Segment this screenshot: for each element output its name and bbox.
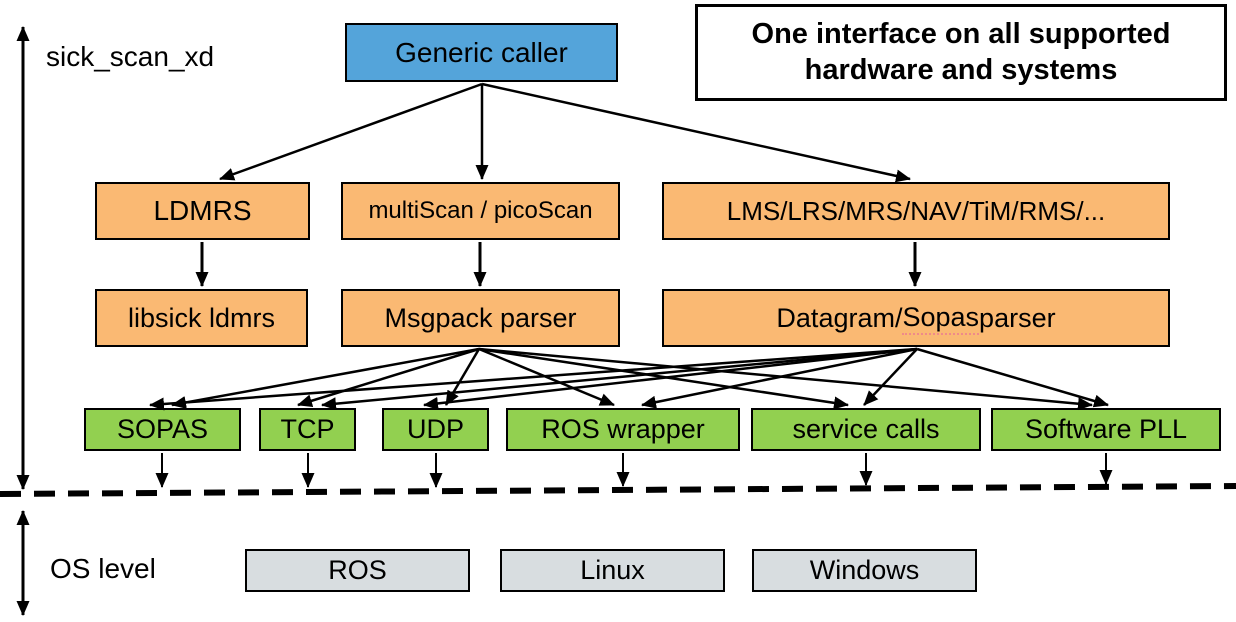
datagram-label-prefix: Datagram/ (776, 302, 903, 333)
node-service-calls: service calls (751, 408, 981, 451)
node-ldmrs: LDMRS (95, 182, 310, 240)
node-sopas: SOPAS (84, 408, 241, 451)
os-boundary-dashed-line (0, 483, 1236, 497)
diagram-title-line2: hardware and systems (804, 53, 1118, 86)
sick-scan-xd-label: sick_scan_xd (46, 41, 215, 72)
node-msgpack-parser: Msgpack parser (341, 289, 620, 347)
node-generic-caller: Generic caller (345, 23, 618, 82)
datagram-label-sopas: Sopas (902, 302, 980, 335)
node-libsick-ldmrs: libsick ldmrs (95, 289, 308, 347)
node-linux: Linux (500, 549, 725, 592)
node-lms-family: LMS/LRS/MRS/NAV/TiM/RMS/... (662, 182, 1170, 240)
diagram-title-line1: One interface on all supported (751, 18, 1171, 51)
node-windows: Windows (752, 549, 977, 592)
msgpack-parser-arrows (171, 347, 1093, 411)
node-multiscan-picoscan: multiScan / picoScan (341, 182, 620, 240)
os-level-label: OS level (50, 553, 156, 584)
node-tcp: TCP (259, 408, 356, 451)
node-software-pll: Software PLL (991, 408, 1221, 451)
interface-to-os-arrows (155, 453, 1113, 488)
datagram-label-suffix: parser (979, 302, 1056, 333)
node-ros-wrapper: ROS wrapper (506, 408, 740, 451)
datagram-parser-arrows (149, 347, 1109, 411)
node-ros: ROS (245, 549, 470, 592)
node-datagram-sopas-parser: Datagram/Sopas parser (662, 289, 1170, 347)
driver-to-parser-arrows (195, 242, 922, 287)
node-udp: UDP (382, 408, 489, 451)
diagram-title-box: One interface on all supported hardware … (695, 4, 1227, 101)
